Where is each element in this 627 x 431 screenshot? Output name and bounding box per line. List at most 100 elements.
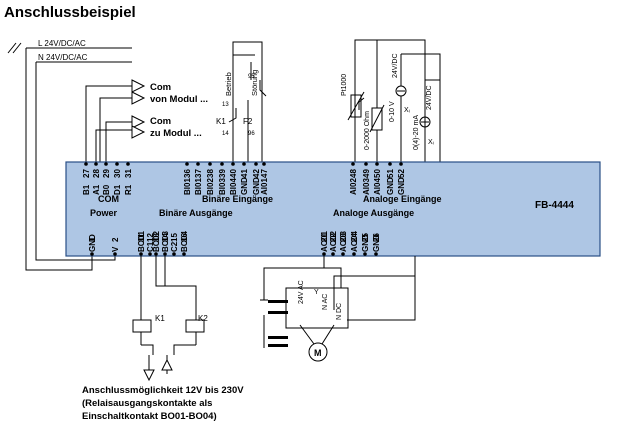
bottom-terminal-number-13: 13 xyxy=(152,233,161,242)
bottom-terminal-name-15: C2 xyxy=(170,241,179,252)
top-terminal-name-37: BI01 xyxy=(194,178,203,195)
bottom-terminal-name-22: AO02 xyxy=(329,231,338,252)
top-terminal-name-48: AI02 xyxy=(349,178,358,195)
supply-lines xyxy=(7,42,132,271)
bottom-terminal-dot-15 xyxy=(172,252,176,256)
bottom-terminal-name-25: GND xyxy=(361,234,370,252)
top-terminal-name-49: AI03 xyxy=(362,178,371,195)
bottom-terminal-name-11: BO01 xyxy=(137,231,146,252)
top-terminal-number-39: 39 xyxy=(218,169,227,178)
top-terminal-dot-42 xyxy=(254,162,258,166)
top-terminal-number-38: 38 xyxy=(206,169,215,178)
top-terminal-dot-41 xyxy=(242,162,246,166)
bottom-terminal-name-24: AO04 xyxy=(350,231,359,252)
ohm-label: 0-2000 Ohm xyxy=(364,111,371,150)
group-power-label: Power xyxy=(90,208,118,218)
footnote-line-2: (Relaisausgangskontakte als xyxy=(82,398,212,409)
bottom-terminal-dot-12 xyxy=(148,252,152,256)
v24dc-a-label: 24V/DC xyxy=(392,53,399,78)
top-terminal-number-50: 50 xyxy=(373,169,382,178)
top-terminal-number-40: 40 xyxy=(229,169,238,178)
contact-14-label: 14 xyxy=(222,131,229,137)
group-analog-outputs-label: Analoge Ausgänge xyxy=(333,208,414,218)
group-analog-inputs-label: Analoge Eingänge xyxy=(363,194,442,204)
contact-13-label: 13 xyxy=(222,102,229,108)
top-terminal-dot-50 xyxy=(375,162,379,166)
top-terminal-dot-38 xyxy=(208,162,212,166)
top-terminal-dot-51 xyxy=(388,162,392,166)
bottom-terminal-name-23: AO03 xyxy=(339,231,348,252)
top-terminal-number-29: 29 xyxy=(102,169,111,178)
bottom-terminal-number-14: 14 xyxy=(161,233,170,242)
top-terminal-number-52: 52 xyxy=(397,169,406,178)
page-title: Anschlussbeispiel xyxy=(4,4,136,21)
top-terminal-dot-39 xyxy=(220,162,224,166)
betrieb-label: Betrieb xyxy=(224,72,233,96)
top-terminal-dot-52 xyxy=(399,162,403,166)
bottom-terminal-number-25: 25 xyxy=(361,233,370,242)
actuator-24vac-label: 24V AC xyxy=(298,280,305,304)
analog-input-wiring xyxy=(347,39,441,162)
actuator-wiring xyxy=(260,256,416,362)
top-terminal-dot-31 xyxy=(126,162,130,166)
top-terminal-name-39: BI03 xyxy=(218,178,227,195)
module-name: FB-4444 xyxy=(535,200,574,211)
transformer-bar-mid xyxy=(268,311,288,314)
top-terminal-name-41: GND xyxy=(240,177,249,195)
bottom-terminal-number-12: 12 xyxy=(146,233,155,242)
top-terminal-number-41: 41 xyxy=(240,169,249,178)
bottom-terminal-name-12: C1 xyxy=(146,241,155,252)
top-terminal-dot-49 xyxy=(364,162,368,166)
group-com-label: COM xyxy=(98,194,119,204)
com-upper-label: Com xyxy=(150,82,171,93)
motor-label: M xyxy=(314,348,322,358)
top-terminal-dot-47 xyxy=(262,162,266,166)
xi-b-label: Xᵢ xyxy=(428,139,434,146)
bottom-terminal-number-16: 16 xyxy=(180,233,189,242)
top-terminal-name-29: B0 xyxy=(102,184,111,195)
top-terminal-name-31: R1 xyxy=(124,184,133,195)
top-terminal-dot-40 xyxy=(231,162,235,166)
bottom-terminal-dot-11 xyxy=(139,252,143,256)
bottom-terminal-dot-24 xyxy=(352,252,356,256)
top-terminal-number-36: 36 xyxy=(183,169,192,178)
group-binary-inputs-label: Binäre Eingänge xyxy=(202,194,273,204)
top-terminal-name-50: AI04 xyxy=(373,178,382,195)
pt1000-label: Pt1000 xyxy=(341,74,348,96)
transformer-bar-top xyxy=(268,300,288,303)
top-terminal-strip: 27B128A129B030D131R136BI0137BI0138BI0239… xyxy=(82,162,406,195)
bottom-terminal-name-13: BO02 xyxy=(152,231,161,252)
k1-contact-label: K1 xyxy=(216,117,226,126)
bottom-terminal-name-26: GND xyxy=(372,234,381,252)
supply-l-label: L 24V/DC/AC xyxy=(38,39,86,48)
top-terminal-number-37: 37 xyxy=(194,169,203,178)
bottom-terminal-dot-26 xyxy=(374,252,378,256)
relay-output-wiring xyxy=(132,256,205,382)
com-lower-label: Com xyxy=(150,116,171,127)
transformer-bar-bottom xyxy=(268,344,288,347)
top-terminal-name-27: B1 xyxy=(82,184,91,195)
top-terminal-dot-27 xyxy=(84,162,88,166)
top-terminal-dot-48 xyxy=(351,162,355,166)
module-block xyxy=(65,161,601,257)
com-lower-modul-label: zu Modul ... xyxy=(150,128,202,139)
bottom-terminal-number-26: 26 xyxy=(372,233,381,242)
footnote-line-3: Einschaltkontakt BO01-BO04) xyxy=(82,411,217,422)
top-terminal-number-27: 27 xyxy=(82,169,91,178)
top-terminal-name-36: BI01 xyxy=(183,178,192,195)
top-terminal-number-28: 28 xyxy=(92,169,101,178)
bottom-terminal-name-21: AO01 xyxy=(320,231,329,252)
top-terminal-name-42: GND xyxy=(252,177,261,195)
ma-label: 0(4)-20 mA xyxy=(413,115,420,150)
top-terminal-dot-28 xyxy=(94,162,98,166)
supply-n-label: N 24V/DC/AC xyxy=(38,53,88,62)
bottom-terminal-number-11: 11 xyxy=(137,233,146,242)
bottom-terminal-dot-25 xyxy=(363,252,367,256)
top-terminal-name-52: GND xyxy=(397,177,406,195)
bottom-terminal-name-16: BO04 xyxy=(180,231,189,252)
com-upper-modul-label: von Modul ... xyxy=(150,94,208,105)
bottom-terminal-dot-14 xyxy=(163,252,167,256)
top-terminal-name-30: D1 xyxy=(113,184,122,195)
bottom-terminal-name-14: BO03 xyxy=(161,231,170,252)
